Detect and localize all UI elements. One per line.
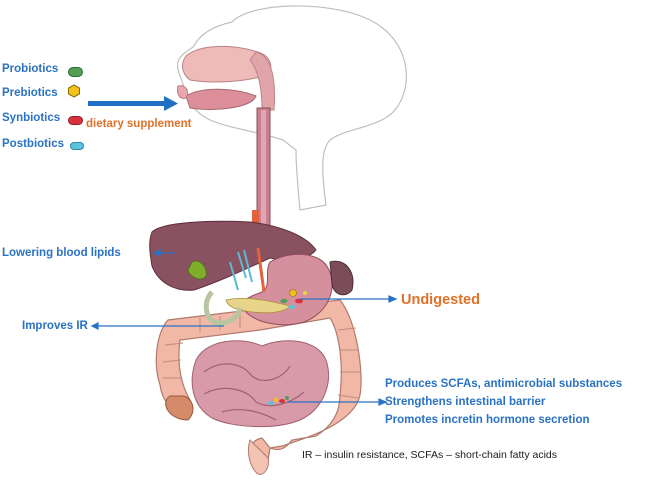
yellow-hexagon-icon [68,84,80,98]
gallbladder [187,260,207,280]
particle-red-icon [295,298,303,304]
footnote: IR – insulin resistance, SCFAs – short-c… [302,449,558,461]
lips [177,85,188,99]
dietary-supplement-label: dietary supplement [86,118,192,130]
tongue [185,88,257,110]
ir-label: Improves IR [22,320,88,332]
particle-green-icon [280,298,288,304]
particle-yellow-icon [289,289,297,297]
barrier-label: Strengthens intestinal barrier [385,396,546,408]
red-capsule-icon [68,116,83,125]
intake-arrow [88,96,178,111]
ir-arrow [90,322,224,330]
probiotics-label: Probiotics [2,63,59,75]
particle-cyan-icon [288,305,296,309]
cyan-capsule-icon [70,142,84,150]
lipids-arrow [152,249,176,257]
lipids-label: Lowering blood lipids [2,247,121,259]
spleen [329,260,354,296]
rectum [247,439,269,475]
undigested-arrow [300,295,398,303]
synbiotics-label: Synbiotics [2,112,61,124]
green-capsule-icon [68,67,83,77]
pharynx [249,51,275,111]
postbiotics-label: Postbiotics [2,138,64,150]
incretin-label: Promotes incretin hormone secretion [385,414,590,426]
scfa-label: Produces SCFAs, antimicrobial substances [385,378,623,390]
undigested-label: Undigested [401,292,480,308]
prebiotics-label: Prebiotics [2,87,58,99]
gut-effects-arrow [288,398,388,406]
head-outline [177,5,407,211]
cecum [165,395,194,421]
duodenum [203,290,243,326]
small-intestine [191,340,329,427]
